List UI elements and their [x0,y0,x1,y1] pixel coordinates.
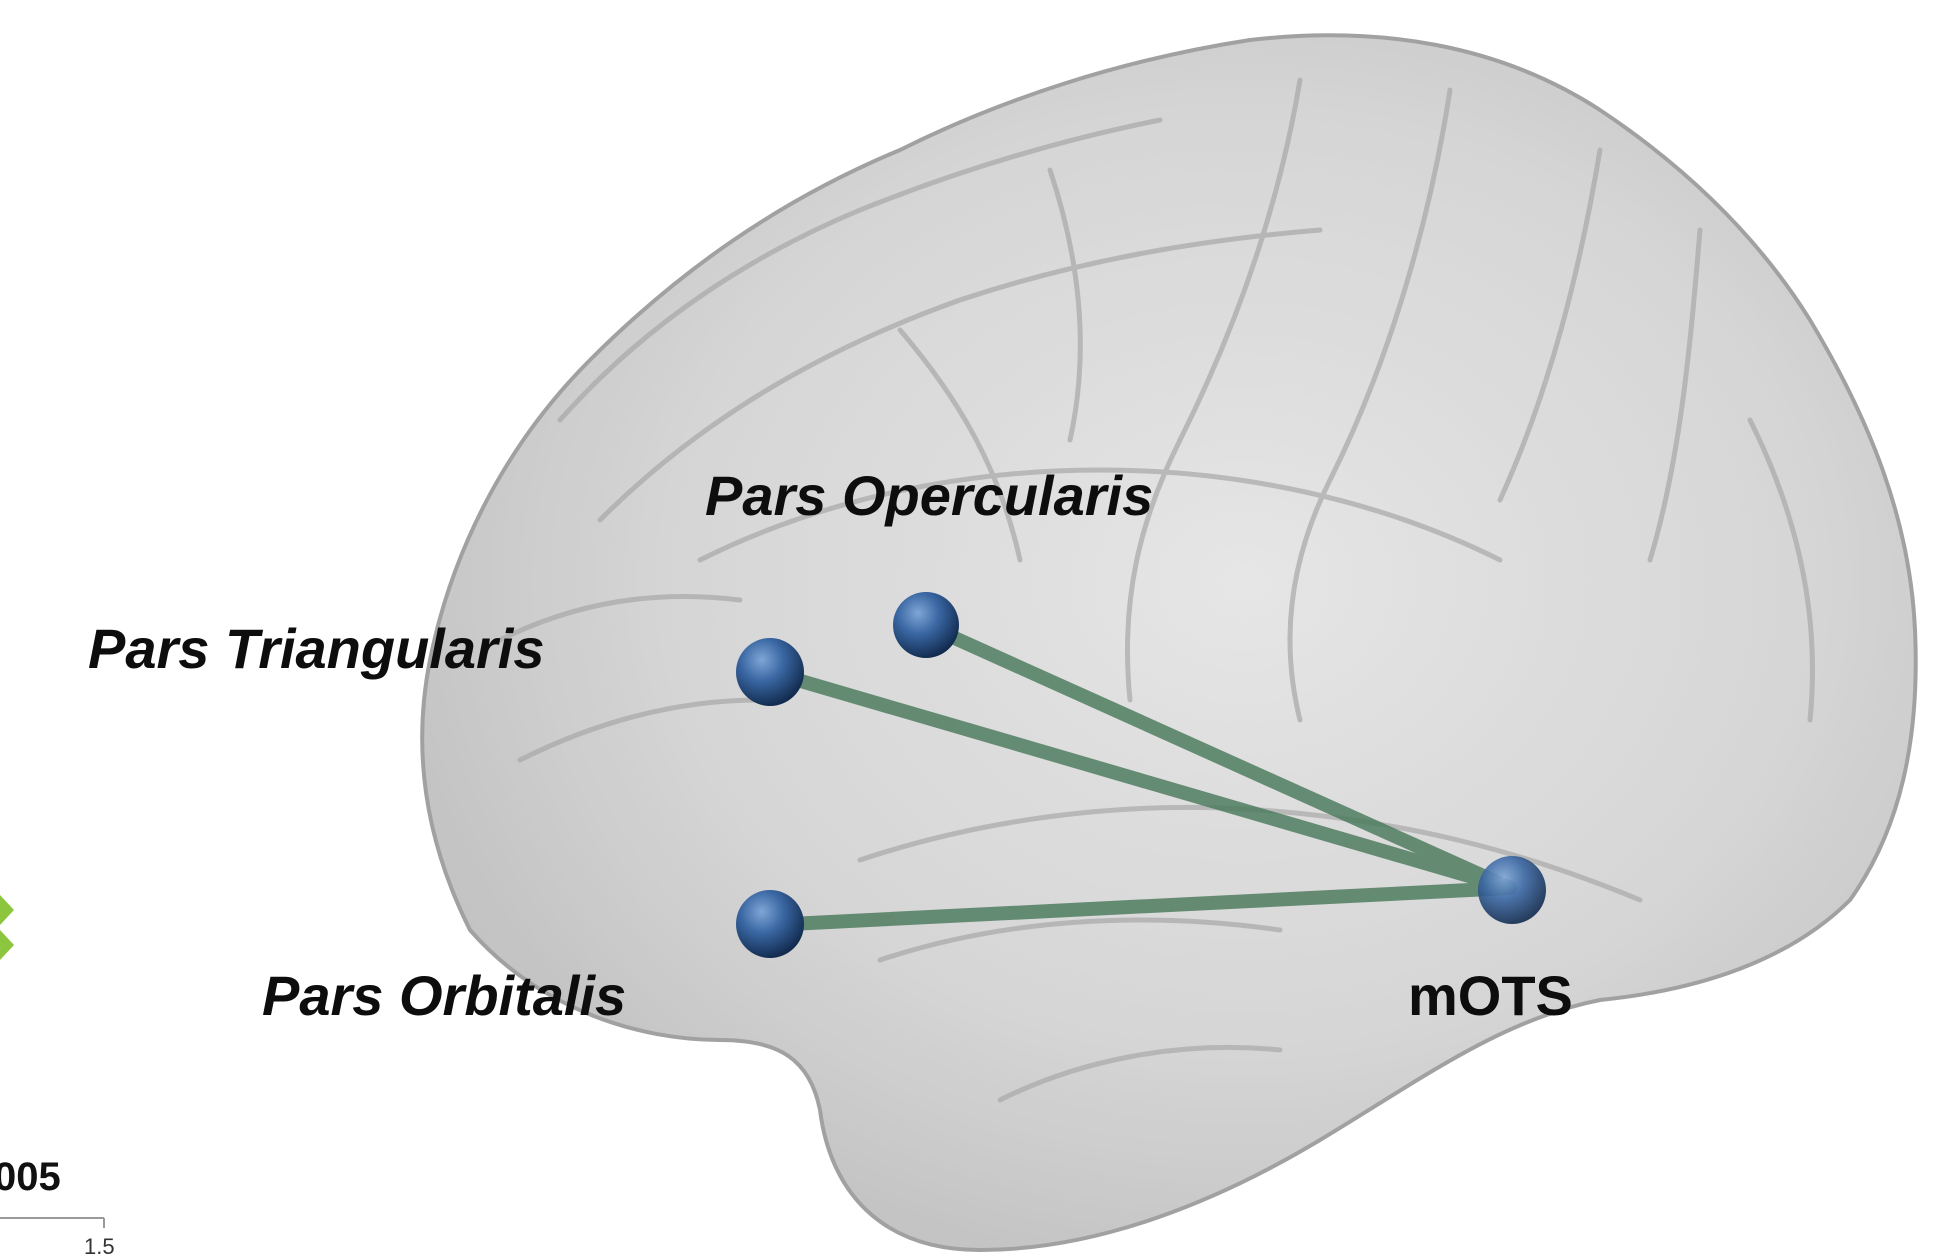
cropped-text-fragment: 005 [0,1155,61,1199]
green-arrow-fragment-icon [0,895,14,960]
node-mots [1478,856,1546,924]
node-pars-orbitalis [736,890,804,958]
label-pars-orbitalis: Pars Orbitalis [262,964,626,1027]
label-mots: mOTS [1408,964,1573,1027]
brain-surface [422,35,1916,1250]
brain-outline [422,35,1916,1250]
node-pars-triangularis [736,638,804,706]
node-pars-opercularis [893,592,959,658]
label-pars-triangularis: Pars Triangularis [88,617,545,680]
label-pars-opercularis: Pars Opercularis [705,464,1153,527]
cropped-tick-label: 1.5 [84,1234,115,1257]
adjacent-panel-fragment: 005 1.5 [0,895,115,1257]
